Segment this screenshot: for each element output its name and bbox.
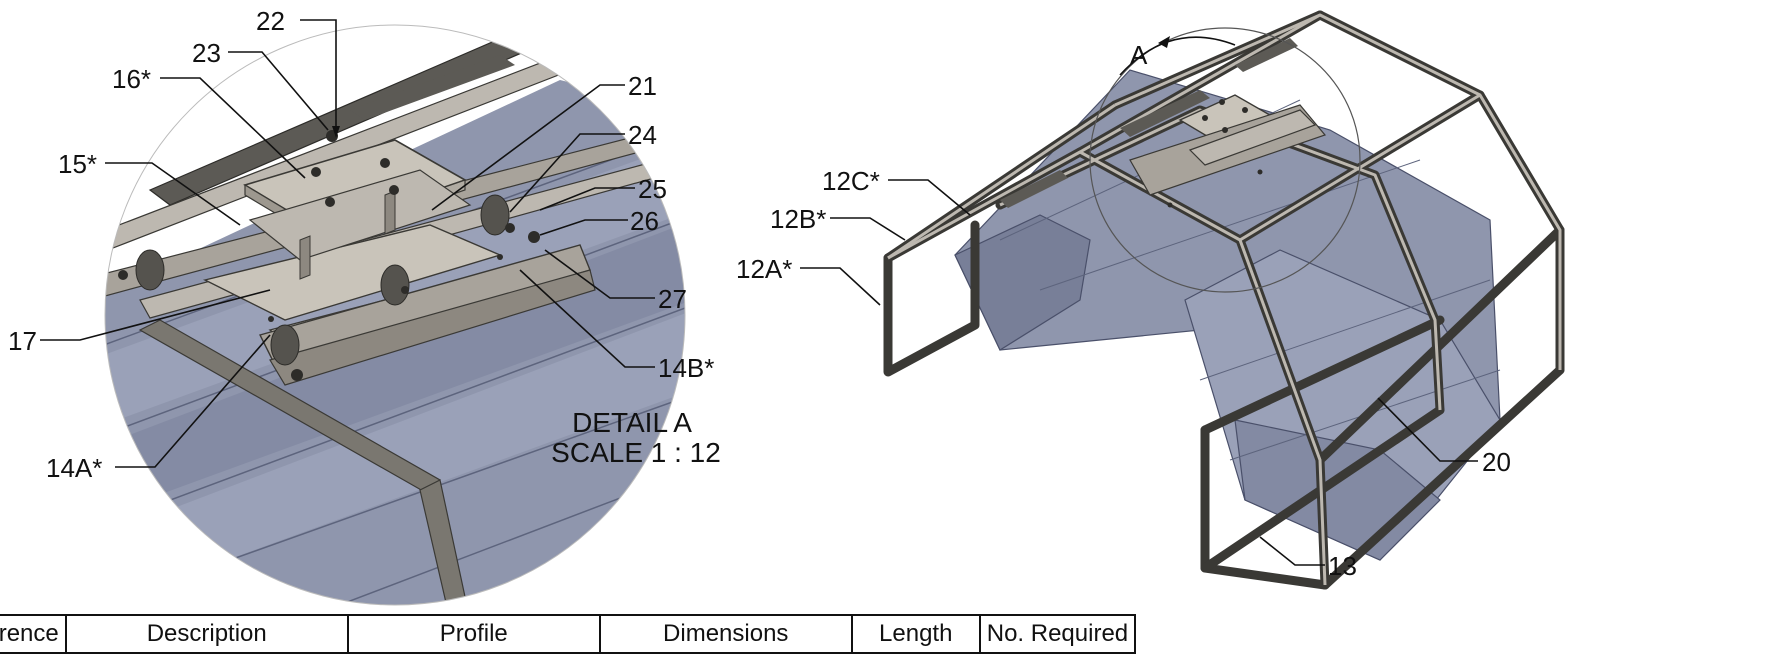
header-reference: Reference (0, 614, 67, 654)
callout-23: 23 (192, 38, 221, 68)
isometric-frame-view (883, 10, 1565, 590)
detail-title: DETAIL A (572, 407, 692, 438)
header-description: Description (64, 614, 349, 654)
callout-24: 24 (628, 120, 657, 150)
callout-14a: 14A* (46, 453, 102, 483)
header-no-required: No. Required (978, 614, 1137, 654)
callout-21: 21 (628, 71, 657, 101)
bill-of-materials-table: Reference Description Profile Dimensions… (0, 614, 1137, 654)
table-header-row: Reference Description Profile Dimensions… (0, 614, 1137, 654)
header-profile: Profile (346, 614, 601, 654)
callout-14b: 14B* (658, 353, 714, 383)
callout-13: 13 (1328, 551, 1357, 581)
callout-20: 20 (1482, 447, 1511, 477)
callout-17: 17 (8, 326, 37, 356)
callout-12c: 12C* (822, 166, 880, 196)
detail-scale: SCALE 1 : 12 (551, 437, 721, 468)
detail-a-view (104, 24, 686, 606)
callout-12a: 12A* (736, 254, 792, 284)
header-length: Length (850, 614, 981, 654)
callout-27: 27 (658, 284, 687, 314)
callout-15: 15* (58, 149, 97, 179)
header-dimensions: Dimensions (598, 614, 853, 654)
callout-leaders (40, 19, 1478, 566)
callout-22: 22 (256, 6, 285, 36)
callout-12b: 12B* (770, 204, 826, 234)
callout-16: 16* (112, 64, 151, 94)
callout-labels: 22 23 16* 21 24 15* 25 26 17 27 14B* 14A… (8, 6, 1511, 581)
view-marker-a: A (1130, 40, 1148, 70)
callout-25: 25 (638, 174, 667, 204)
callout-26: 26 (630, 206, 659, 236)
